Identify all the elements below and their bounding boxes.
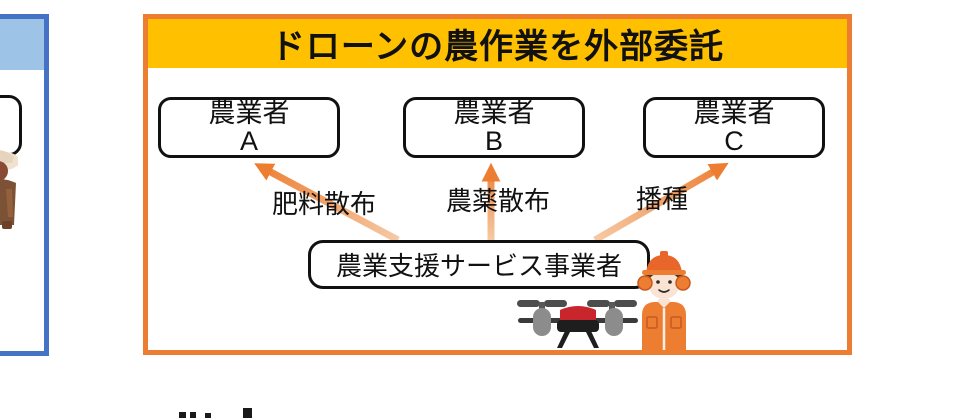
task-label-seeding: 播種 <box>635 184 688 214</box>
worker-icon <box>637 251 691 350</box>
task-label-fertilizer: 肥料散布 <box>271 189 376 219</box>
farmer-b-letter: B <box>484 125 503 156</box>
farmer-b-label: 農業者 <box>453 97 535 128</box>
farmer-icon <box>0 150 18 229</box>
task-arrows <box>254 162 729 244</box>
cropped-text-fragment <box>205 413 211 418</box>
drone-outsourcing-diagram: ドローンの農作業を外部委託 農業者 A 農業者 B 農業者 C <box>143 14 852 355</box>
diagram-title: ドローンの農作業を外部委託 <box>270 28 725 66</box>
service-provider-label: 農業支援サービス事業者 <box>335 251 622 281</box>
arrow-seeding <box>593 162 729 244</box>
left-panel-header-band <box>0 19 44 70</box>
service-provider-box: 農業支援サービス事業者 <box>308 240 650 289</box>
cropped-text-fragment <box>190 412 196 418</box>
farmer-a-label: 農業者 <box>208 97 290 128</box>
farmer-a-letter: A <box>239 125 258 156</box>
farmer-a-box: 農業者 A <box>158 97 340 158</box>
farmer-b-box: 農業者 B <box>403 97 585 158</box>
farmer-c-label: 農業者 <box>693 97 775 128</box>
cropped-text-fragment <box>179 412 186 418</box>
farmer-c-letter: C <box>724 125 744 156</box>
arrow-fertilizer <box>254 163 400 244</box>
diagram-title-band: ドローンの農作業を外部委託 <box>148 19 847 68</box>
cropped-text-fragment <box>243 408 252 418</box>
farmer-c-box: 農業者 C <box>643 97 825 158</box>
task-label-pesticide: 農薬散布 <box>445 186 550 216</box>
drone-icon <box>517 300 638 348</box>
